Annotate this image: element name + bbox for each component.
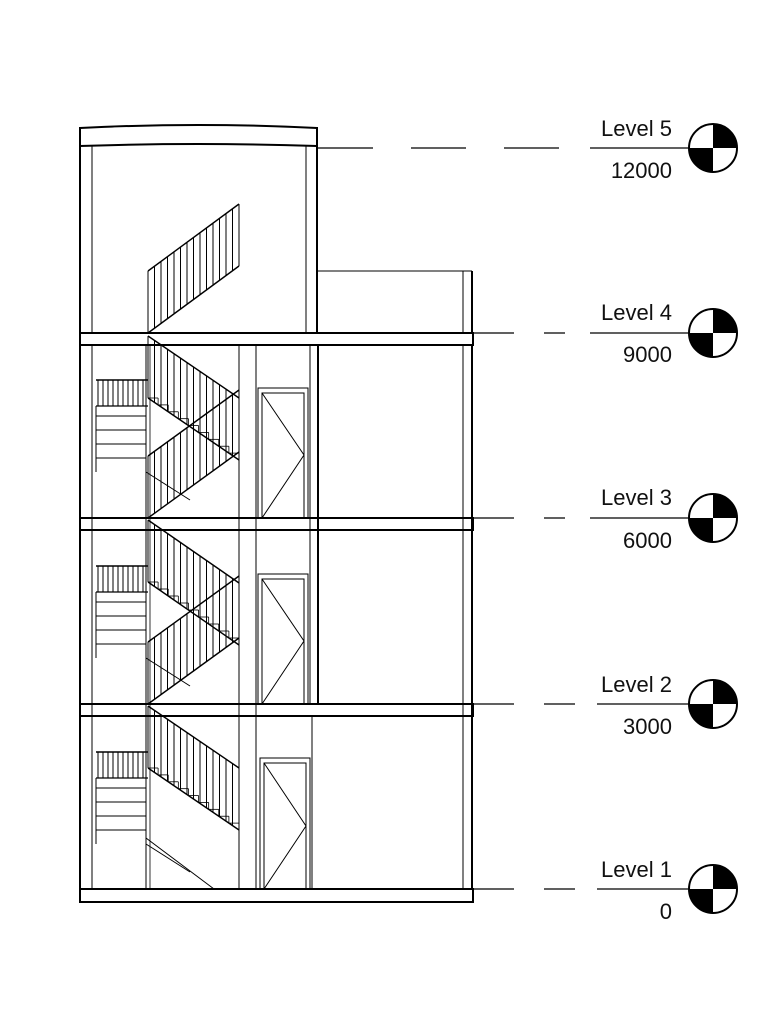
door-level-3 (257, 387, 309, 519)
slab-level-3 (79, 517, 474, 531)
slab-level-2 (79, 703, 474, 717)
slab-level-1 (79, 888, 474, 903)
level-4-name: Level 4 (601, 300, 672, 325)
level-head-1[interactable] (688, 864, 738, 914)
door-level-2 (257, 573, 309, 705)
door-level-1 (259, 757, 311, 890)
level-head-4[interactable] (688, 308, 738, 358)
level-2-elevation: 3000 (623, 714, 672, 739)
level-head-5[interactable] (688, 123, 738, 173)
level-1-elevation: 0 (660, 899, 672, 924)
level-4-elevation: 9000 (623, 342, 672, 367)
level-datum-lines (318, 147, 700, 890)
building-section (79, 124, 474, 903)
level-2-name: Level 2 (601, 672, 672, 697)
level-1-name: Level 1 (601, 857, 672, 882)
level-3-name: Level 3 (601, 485, 672, 510)
level-head-2[interactable] (688, 679, 738, 729)
roof-parapet (79, 124, 318, 148)
slab-level-4 (79, 332, 474, 346)
level-3-elevation: 6000 (623, 528, 672, 553)
stair-flights (95, 203, 240, 890)
level-5-name: Level 5 (601, 116, 672, 141)
level-head-3[interactable] (688, 493, 738, 543)
level-5-elevation: 12000 (611, 158, 672, 183)
